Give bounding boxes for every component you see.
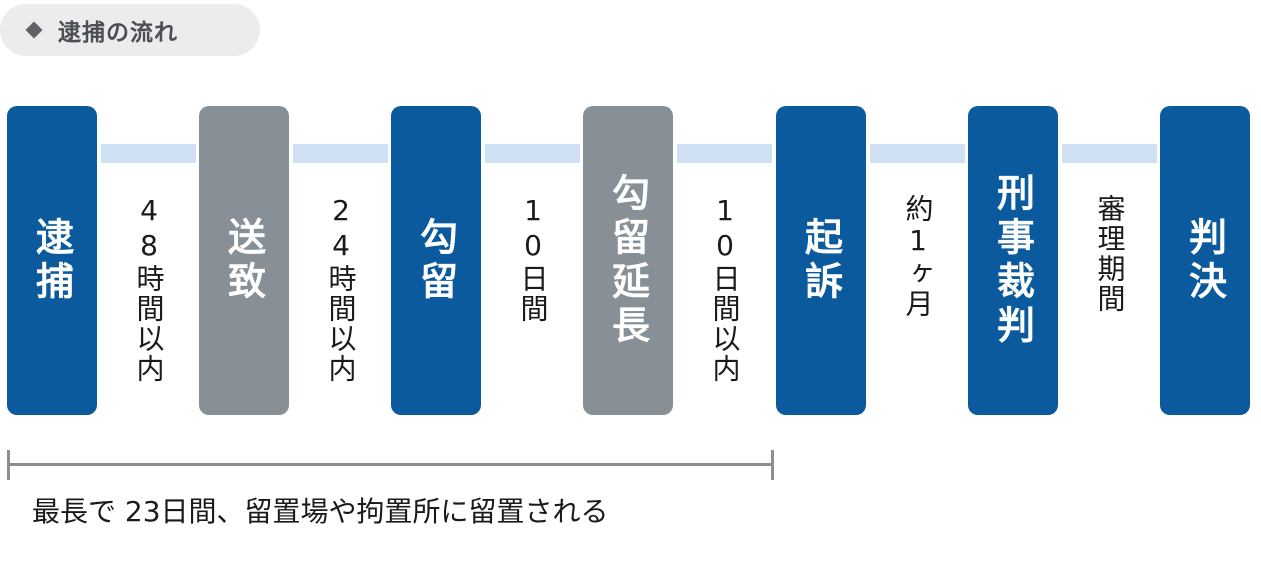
period-4: 10日間以内: [677, 194, 772, 384]
period-2: 24時間以内: [293, 194, 388, 384]
period-label: 約1ヶ月: [901, 194, 935, 319]
connector: [870, 144, 965, 163]
bracket-right-tick: [771, 450, 774, 480]
period-label: 24時間以内: [324, 194, 358, 384]
step-indictment: 起訴: [776, 106, 866, 415]
period-label: 10日間以内: [708, 194, 742, 384]
section-title: 逮捕の流れ: [58, 20, 178, 46]
connector: [485, 144, 580, 163]
step-detention: 勾留: [391, 106, 481, 415]
step-label: 勾留: [413, 216, 458, 305]
duration-note: 最長で 23日間、留置場や拘置所に留置される: [32, 495, 609, 528]
step-criminal-trial: 刑事裁判: [968, 106, 1058, 415]
period-label: 48時間以内: [132, 194, 166, 384]
step-label: 送致: [221, 216, 266, 305]
connector: [1062, 144, 1157, 163]
diamond-icon: [25, 21, 43, 39]
connector: [293, 144, 388, 163]
step-arrest: 逮捕: [7, 106, 97, 415]
connector: [677, 144, 772, 163]
step-label: 刑事裁判: [990, 172, 1035, 349]
period-5: 約1ヶ月: [870, 194, 965, 319]
step-judgment: 判決: [1160, 106, 1250, 415]
step-label: 逮捕: [29, 216, 74, 305]
step-referral: 送致: [199, 106, 289, 415]
period-label: 10日間: [516, 194, 550, 324]
period-3: 10日間: [485, 194, 580, 324]
step-label: 判決: [1182, 216, 1227, 305]
section-tag: 逮捕の流れ: [0, 4, 260, 56]
duration-bracket: [7, 463, 774, 466]
step-label: 勾留延長: [605, 172, 650, 349]
period-1: 48時間以内: [101, 194, 196, 384]
connector: [101, 144, 196, 163]
step-label: 起訴: [798, 216, 843, 305]
step-detention-extension: 勾留延長: [583, 106, 673, 415]
period-6: 審理期間: [1062, 194, 1157, 314]
period-label: 審理期間: [1093, 194, 1127, 314]
